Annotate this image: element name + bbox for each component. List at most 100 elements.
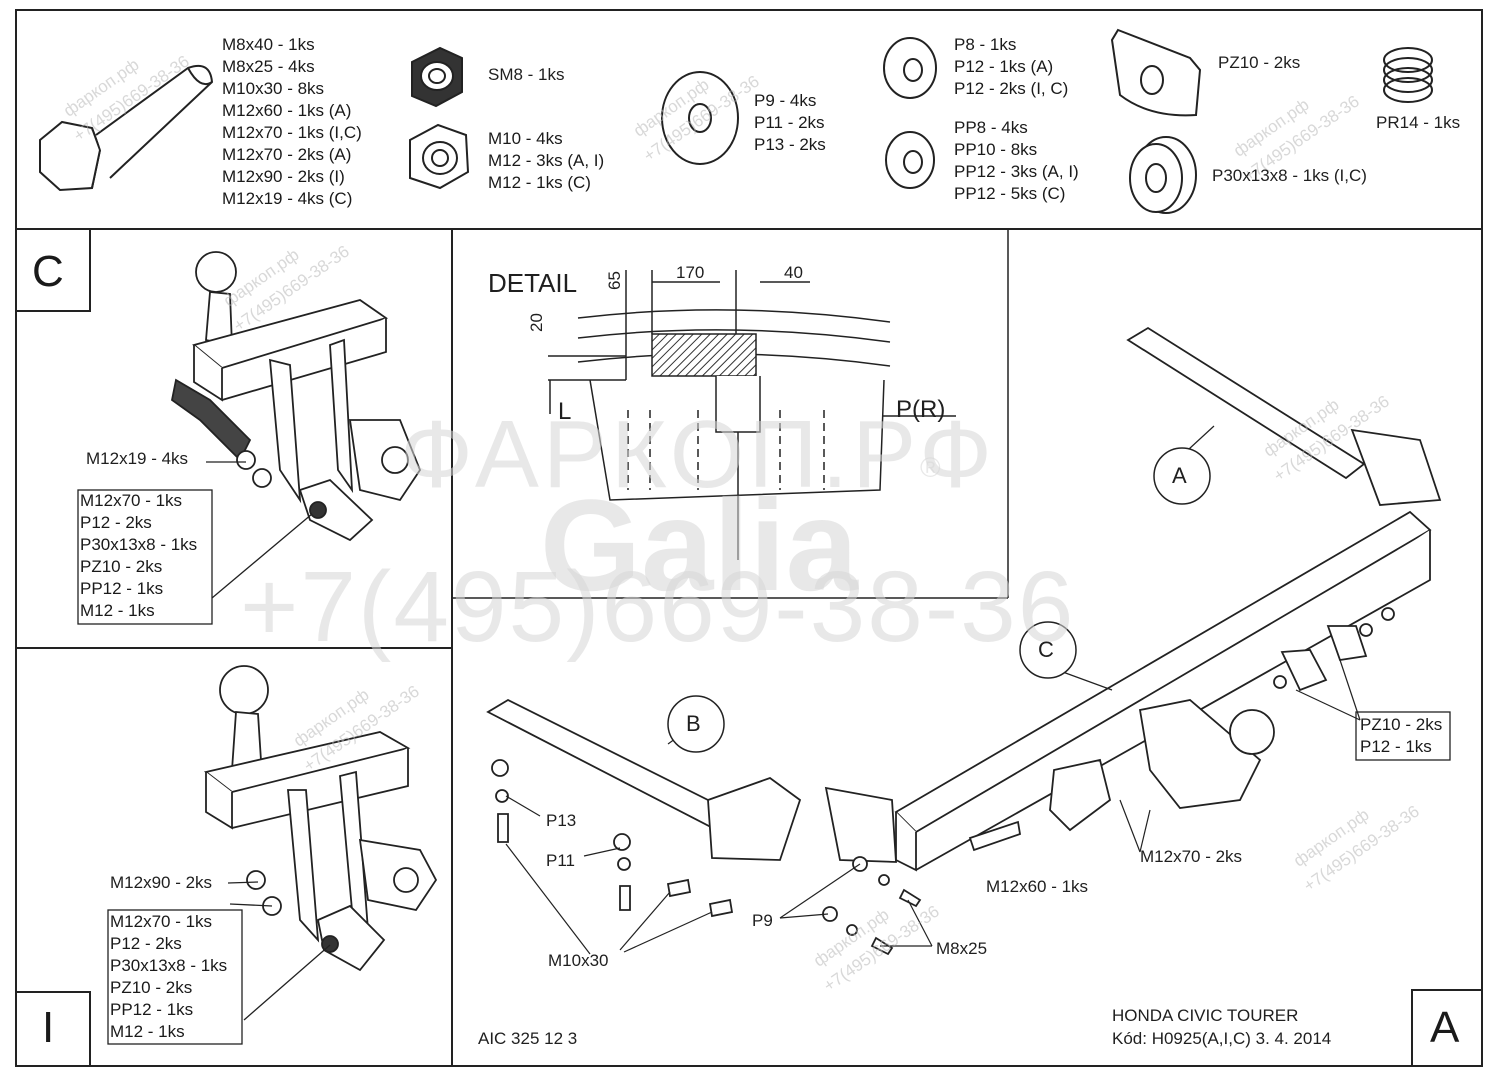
balloon-a bbox=[1153, 447, 1211, 505]
panel-i-list-item: PP12 - 1ks bbox=[110, 1000, 194, 1019]
panel-i-callout: M12x90 - 2ks bbox=[110, 873, 213, 892]
panel-i-list-item: PZ10 - 2ks bbox=[110, 978, 193, 997]
m12x70-callout: M12x70 - 2ks bbox=[1140, 847, 1243, 866]
pz10-label: PZ10 - 2ks bbox=[1218, 53, 1301, 72]
balloon-b bbox=[667, 695, 725, 753]
detail-dim-40: 40 bbox=[784, 263, 803, 282]
washer-p-list: P8 - 1ks P12 - 1ks (A) P12 - 2ks (I, C) bbox=[954, 34, 1068, 100]
bolt-item: M12x90 - 2ks (I) bbox=[222, 167, 345, 186]
pz10-callout-box bbox=[1355, 711, 1451, 761]
washer-item: PP10 - 8ks bbox=[954, 140, 1038, 159]
washer-item: P8 - 1ks bbox=[954, 35, 1017, 54]
towbar-assembly bbox=[486, 326, 1442, 956]
lock-nut-label: SM8 - 1ks bbox=[488, 65, 565, 84]
bolt-item: M10x30 - 8ks bbox=[222, 79, 325, 98]
washer-pp-icon bbox=[885, 131, 935, 189]
bolt-icon bbox=[39, 64, 214, 192]
panel-i-letter: I bbox=[42, 1003, 55, 1052]
p13-callout: P13 bbox=[546, 811, 577, 830]
bolt-item: M12x70 - 1ks (I,C) bbox=[222, 123, 362, 142]
panel-c-list: M12x70 - 1ks P12 - 2ks P30x13x8 - 1ks PZ… bbox=[80, 490, 197, 622]
panel-c-list-item: P12 - 2ks bbox=[80, 513, 152, 532]
nut-list: M10 - 4ks M12 - 3ks (A, I) M12 - 1ks (C) bbox=[488, 128, 604, 194]
detail-dim-65: 65 bbox=[605, 271, 624, 290]
nut-item: M12 - 3ks (A, I) bbox=[488, 151, 605, 170]
washer-pp-list: PP8 - 4ks PP10 - 8ks PP12 - 3ks (A, I) P… bbox=[954, 117, 1079, 205]
corner-letter: A bbox=[1430, 1003, 1460, 1052]
sheet-border bbox=[15, 9, 1483, 1067]
washer-p-icon bbox=[883, 37, 937, 99]
washer-item: P11 - 2ks bbox=[754, 113, 825, 132]
panel-i-list-item: P12 - 2ks bbox=[110, 934, 182, 953]
thick-washer-icon bbox=[1129, 136, 1197, 214]
p9-callout: P9 bbox=[752, 911, 773, 930]
pz10-callout-item: P12 - 1ks bbox=[1360, 737, 1432, 756]
panel-c-drawing bbox=[171, 251, 422, 542]
drawing-kod: Kód: H0925(A,I,C) 3. 4. 2014 bbox=[1112, 1029, 1332, 1048]
washer-item: P13 - 2ks bbox=[754, 135, 826, 154]
panel-i-list-item: M12 - 1ks bbox=[110, 1022, 185, 1041]
panel-c-letter: C bbox=[32, 247, 64, 296]
tow-ball-main bbox=[1229, 709, 1275, 755]
detail-drawing bbox=[452, 229, 1009, 599]
detail-dim-20: 20 bbox=[527, 313, 546, 332]
ball-mount bbox=[1138, 699, 1262, 809]
thick-washer-label: P30x13x8 - 1ks (I,C) bbox=[1212, 166, 1367, 185]
m8x25-callout: M8x25 bbox=[936, 939, 988, 958]
bolt-item: M12x19 - 4ks (C) bbox=[222, 189, 353, 208]
m10x30-callout: M10x30 bbox=[548, 951, 609, 970]
detail-label-l: L bbox=[558, 398, 572, 425]
panel-c-callout: M12x19 - 4ks bbox=[86, 449, 189, 468]
panel-c-letter-box bbox=[15, 228, 91, 312]
pz10-callout-item: PZ10 - 2ks bbox=[1360, 715, 1443, 734]
balloon-c-label: C bbox=[1038, 637, 1054, 662]
hex-nut-icon bbox=[409, 123, 470, 190]
m12x60-callout: M12x60 - 1ks bbox=[986, 877, 1089, 896]
vehicle-model: HONDA CIVIC TOURER bbox=[1112, 1006, 1299, 1025]
panel-c-list-item: PZ10 - 2ks bbox=[80, 557, 163, 576]
detail-title: DETAIL bbox=[488, 268, 578, 298]
detail-dim-170: 170 bbox=[676, 263, 705, 282]
balloon-a-label: A bbox=[1172, 463, 1187, 488]
bolt-item: M12x60 - 1ks (A) bbox=[222, 101, 352, 120]
washer-item: P12 - 1ks (A) bbox=[954, 57, 1054, 76]
bolt-list: M8x40 - 1ks M8x25 - 4ks M10x30 - 8ks M12… bbox=[222, 34, 362, 210]
washer-item: PP12 - 5ks (C) bbox=[954, 184, 1066, 203]
panel-i-list-item: P30x13x8 - 1ks bbox=[110, 956, 228, 975]
tow-ball-c bbox=[195, 251, 237, 293]
pz10-callout: PZ10 - 2ks P12 - 1ks bbox=[1360, 714, 1442, 758]
bolt-item: M8x40 - 1ks bbox=[222, 35, 315, 54]
balloon-c bbox=[1019, 621, 1077, 679]
tow-ball-i bbox=[219, 665, 269, 715]
spring-icon bbox=[1383, 47, 1433, 103]
detail-label-p: P(R) bbox=[896, 396, 946, 423]
panel-i-letter-box bbox=[15, 991, 91, 1067]
nut-item: M12 - 1ks (C) bbox=[488, 173, 591, 192]
panel-c-list-item: M12x70 - 1ks bbox=[80, 491, 183, 510]
panel-i-drawing bbox=[203, 665, 438, 972]
balloon-b-label: B bbox=[686, 711, 701, 736]
panel-i-list-item: M12x70 - 1ks bbox=[110, 912, 213, 931]
spring-label: PR14 - 1ks bbox=[1376, 113, 1461, 132]
bolt-item: M12x70 - 2ks (A) bbox=[222, 145, 352, 164]
panel-c-list-item: M12 - 1ks bbox=[80, 601, 155, 620]
panel-c-list-item: PP12 - 1ks bbox=[80, 579, 164, 598]
drawing-code: AIC 325 12 3 bbox=[478, 1029, 578, 1048]
panel-c-list-item: P30x13x8 - 1ks bbox=[80, 535, 198, 554]
panel-c-list-box bbox=[77, 489, 213, 625]
large-washer-icon bbox=[661, 71, 739, 165]
pz10-plate-icon bbox=[1110, 28, 1202, 117]
bolt-item: M8x25 - 4ks bbox=[222, 57, 315, 76]
washer-item: PP12 - 3ks (A, I) bbox=[954, 162, 1079, 181]
washer-item: P12 - 2ks (I, C) bbox=[954, 79, 1069, 98]
panel-i-list-box bbox=[107, 909, 243, 1045]
nut-item: M10 - 4ks bbox=[488, 129, 563, 148]
p11-callout: P11 bbox=[546, 851, 575, 870]
large-washer-list: P9 - 4ks P11 - 2ks P13 - 2ks bbox=[754, 90, 826, 156]
panel-i-list: M12x70 - 1ks P12 - 2ks P30x13x8 - 1ks PZ… bbox=[110, 911, 227, 1043]
washer-item: P9 - 4ks bbox=[754, 91, 817, 110]
lock-nut-icon bbox=[411, 46, 463, 108]
corner-letter-box bbox=[1411, 989, 1483, 1067]
washer-item: PP8 - 4ks bbox=[954, 118, 1028, 137]
